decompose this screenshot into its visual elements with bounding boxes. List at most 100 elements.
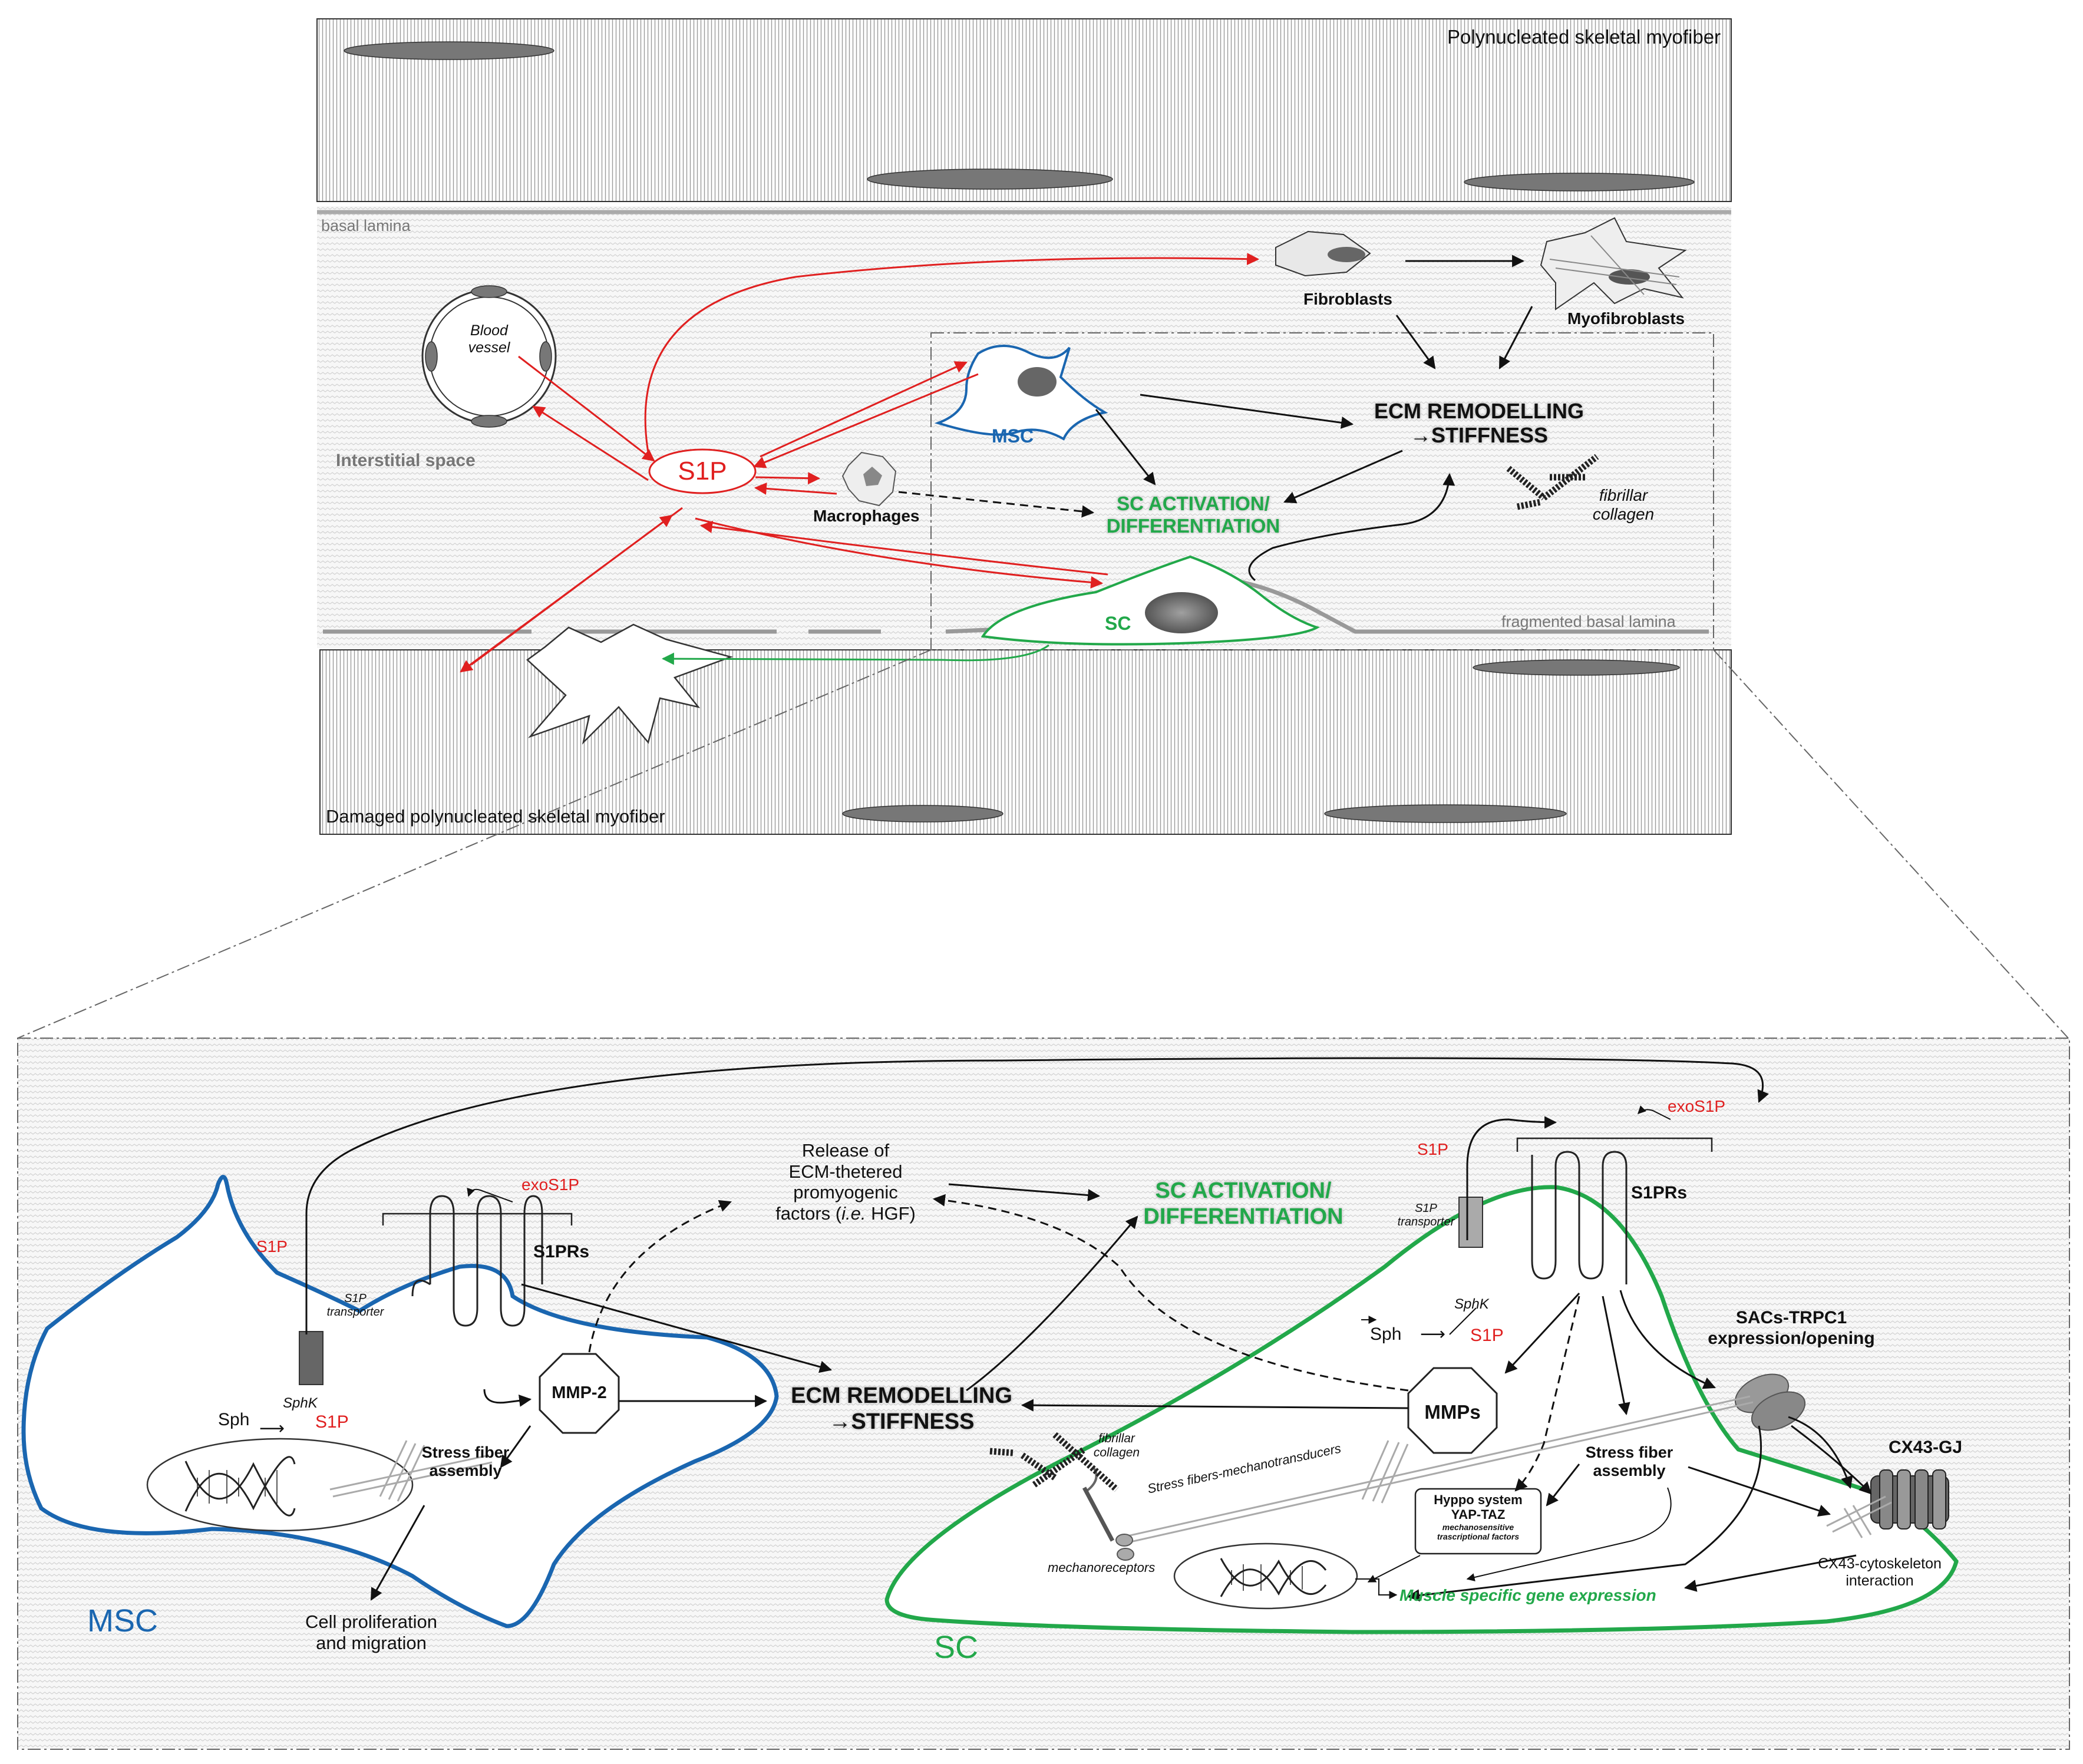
sc-cell-top [981,555,1320,646]
mechanoreceptor-icon [1082,1466,1134,1561]
transporter-icon [299,1331,323,1385]
fibrillar-collagen-bottom: fibrillar collagen [1087,1432,1146,1460]
sc-activation-top: SC ACTIVATION/ DIFFERENTIATION [1099,493,1288,537]
mmp2-node [539,1353,620,1434]
fibroblast-nucleus [1328,247,1365,262]
top-panel [316,18,1732,835]
release-line4a: factors ( [775,1203,842,1224]
msc-s1p-in-label: S1P [315,1412,349,1432]
sc-s1p-in-label: S1P [1470,1326,1504,1345]
basal-lamina-label: basal lamina [321,217,411,234]
injury-star-icon [526,623,734,745]
ecm-remodelling-bottom-line2: →STIFFNESS [828,1409,975,1434]
cx43-cyto-line1: CX43-cytoskeleton [1818,1555,1942,1572]
fragmented-basal-lamina-label: fragmented basal lamina [1501,613,1676,630]
hyppo-system-label: Hyppo system YAP-TAZ mechanosensitive tr… [1415,1492,1541,1541]
sc-sphk-label: SphK [1454,1296,1489,1312]
sc-s1prs-label: S1PRs [1631,1183,1688,1203]
dna-icon [1220,1558,1327,1597]
sc-sph-arrow: ⟶ [1420,1324,1446,1344]
myofibroblast-nucleus [1609,269,1650,285]
bottom-panel [17,1038,2070,1750]
release-line1: Release of [801,1140,890,1161]
ecm-remodelling-line2: →STIFFNESS [1409,423,1549,448]
msc-s1prs-label: S1PRs [533,1242,590,1261]
myofiber-nucleus [867,169,1113,190]
cx43-gj-label: CX43-GJ [1889,1438,1963,1457]
msc-nucleus [1018,367,1057,397]
fibroblast-cell [1275,230,1371,277]
sc-stress-fibers [1119,1395,1892,1545]
blood-vessel-label-line2: vessel [468,339,510,356]
sc-activation-bottom-line2: DIFFERENTIATION [1143,1204,1343,1229]
myofibroblast-stress-fibers [1549,235,1680,295]
msc-transporter-label: S1P transporter [323,1292,388,1319]
msc-transporter-line2: transporter [326,1306,384,1319]
release-line4: factors (i.e. HGF) [754,1203,937,1224]
msc-exos1p-label: exoS1P [521,1175,580,1194]
fibrillar-collagen-bottom-line1: fibrillar [1098,1432,1135,1445]
cx43-cyto-line2: interaction [1846,1572,1914,1589]
myofiber-bottom-label: Damaged polynucleated skeletal myofiber [326,806,665,827]
release-line4b: i.e. [841,1203,866,1224]
msc-stress-fiber-line2: assembly [429,1462,502,1480]
msc-sphk-label: SphK [283,1395,318,1411]
myofiber-nucleus [344,41,554,60]
sph-to-s1p-arrow: ⟶ [259,1419,285,1438]
sc-stress-fiber-line1: Stress fiber [1585,1443,1673,1461]
sacs-line2: expression/opening [1708,1328,1875,1348]
black-arrows-top [898,255,1533,582]
mmps-label: MMPs [1424,1401,1481,1423]
blood-vessel [421,285,557,428]
msc-top-label: MSC [992,425,1034,447]
hyppo-line2: YAP-TAZ [1451,1507,1506,1522]
fibrillar-collagen-line1: fibrillar [1599,486,1648,504]
msc-stress-fiber-line1: Stress fiber [421,1443,510,1461]
ecm-remodelling-line1: ECM REMODELLING [1374,399,1584,423]
ecm-remodelling-bottom-line1: ECM REMODELLING [791,1383,1012,1408]
interstitial-space-label: Interstitial space [336,451,476,470]
sc-s1p-out-label: S1P [1417,1140,1448,1158]
release-line2: ECM-thetered [788,1161,903,1182]
sc-top-label: SC [1105,613,1131,634]
msc-nucleus-large [146,1438,414,1532]
sc-activation-bottom-line1: SC ACTIVATION/ [1155,1178,1332,1203]
sc-transporter-label: S1P transporter [1394,1202,1458,1229]
msc-large-label: MSC [87,1603,158,1639]
s1p-label: S1P [678,457,727,485]
blood-vessel-label-line1: Blood [470,322,508,339]
msc-transporter-line1: S1P [344,1292,367,1305]
myofibroblast-cell [1540,217,1687,310]
macrophages-label: Macrophages [813,507,920,525]
receptor-icon [382,1195,573,1327]
cell-proliferation-line2: and migration [316,1632,427,1653]
receptor-icon [1516,1137,1713,1284]
cx43-cytoskeleton-label: CX43-cytoskeleton interaction [1803,1555,1956,1590]
sacs-trpc1-label: SACs-TRPC1 expression/opening [1703,1308,1880,1349]
ecm-remodelling-bottom: ECM REMODELLING →STIFFNESS [778,1383,1025,1435]
hyppo-line1: Hyppo system [1434,1492,1523,1507]
hyppo-system-box [1414,1488,1542,1555]
sc-exos1p-label: exoS1P [1668,1097,1726,1115]
black-arrows-bottom [305,1057,1872,1602]
cell-proliferation-label: Cell proliferation and migration [283,1611,460,1653]
sc-nucleus [1145,592,1218,633]
sc-activation-bottom: SC ACTIVATION/ DIFFERENTIATION [1120,1178,1367,1230]
sc-transporter-line2: transporter [1397,1215,1455,1228]
release-line3: promyogenic [793,1182,898,1203]
hyppo-line4: trascriptional factors [1437,1531,1520,1541]
msc-s1p-out-label: S1P [256,1237,288,1256]
msc-cell-top [934,345,1108,441]
msc-stress-fibers [329,1440,493,1502]
s1p-node [648,448,757,494]
macrophage-nucleus [863,467,882,486]
msc-sph-label: Sph [218,1410,250,1429]
myofiber-top-label: Polynucleated skeletal myofiber [1447,26,1721,48]
release-line4c: HGF) [866,1203,916,1224]
zoom-connector-lines [17,649,2069,1039]
muscle-gene-expression-label: Muscle specific gene expression [1399,1586,1656,1604]
gap-junction-icon [1870,1469,1949,1530]
myofiber-nucleus [1473,659,1680,676]
